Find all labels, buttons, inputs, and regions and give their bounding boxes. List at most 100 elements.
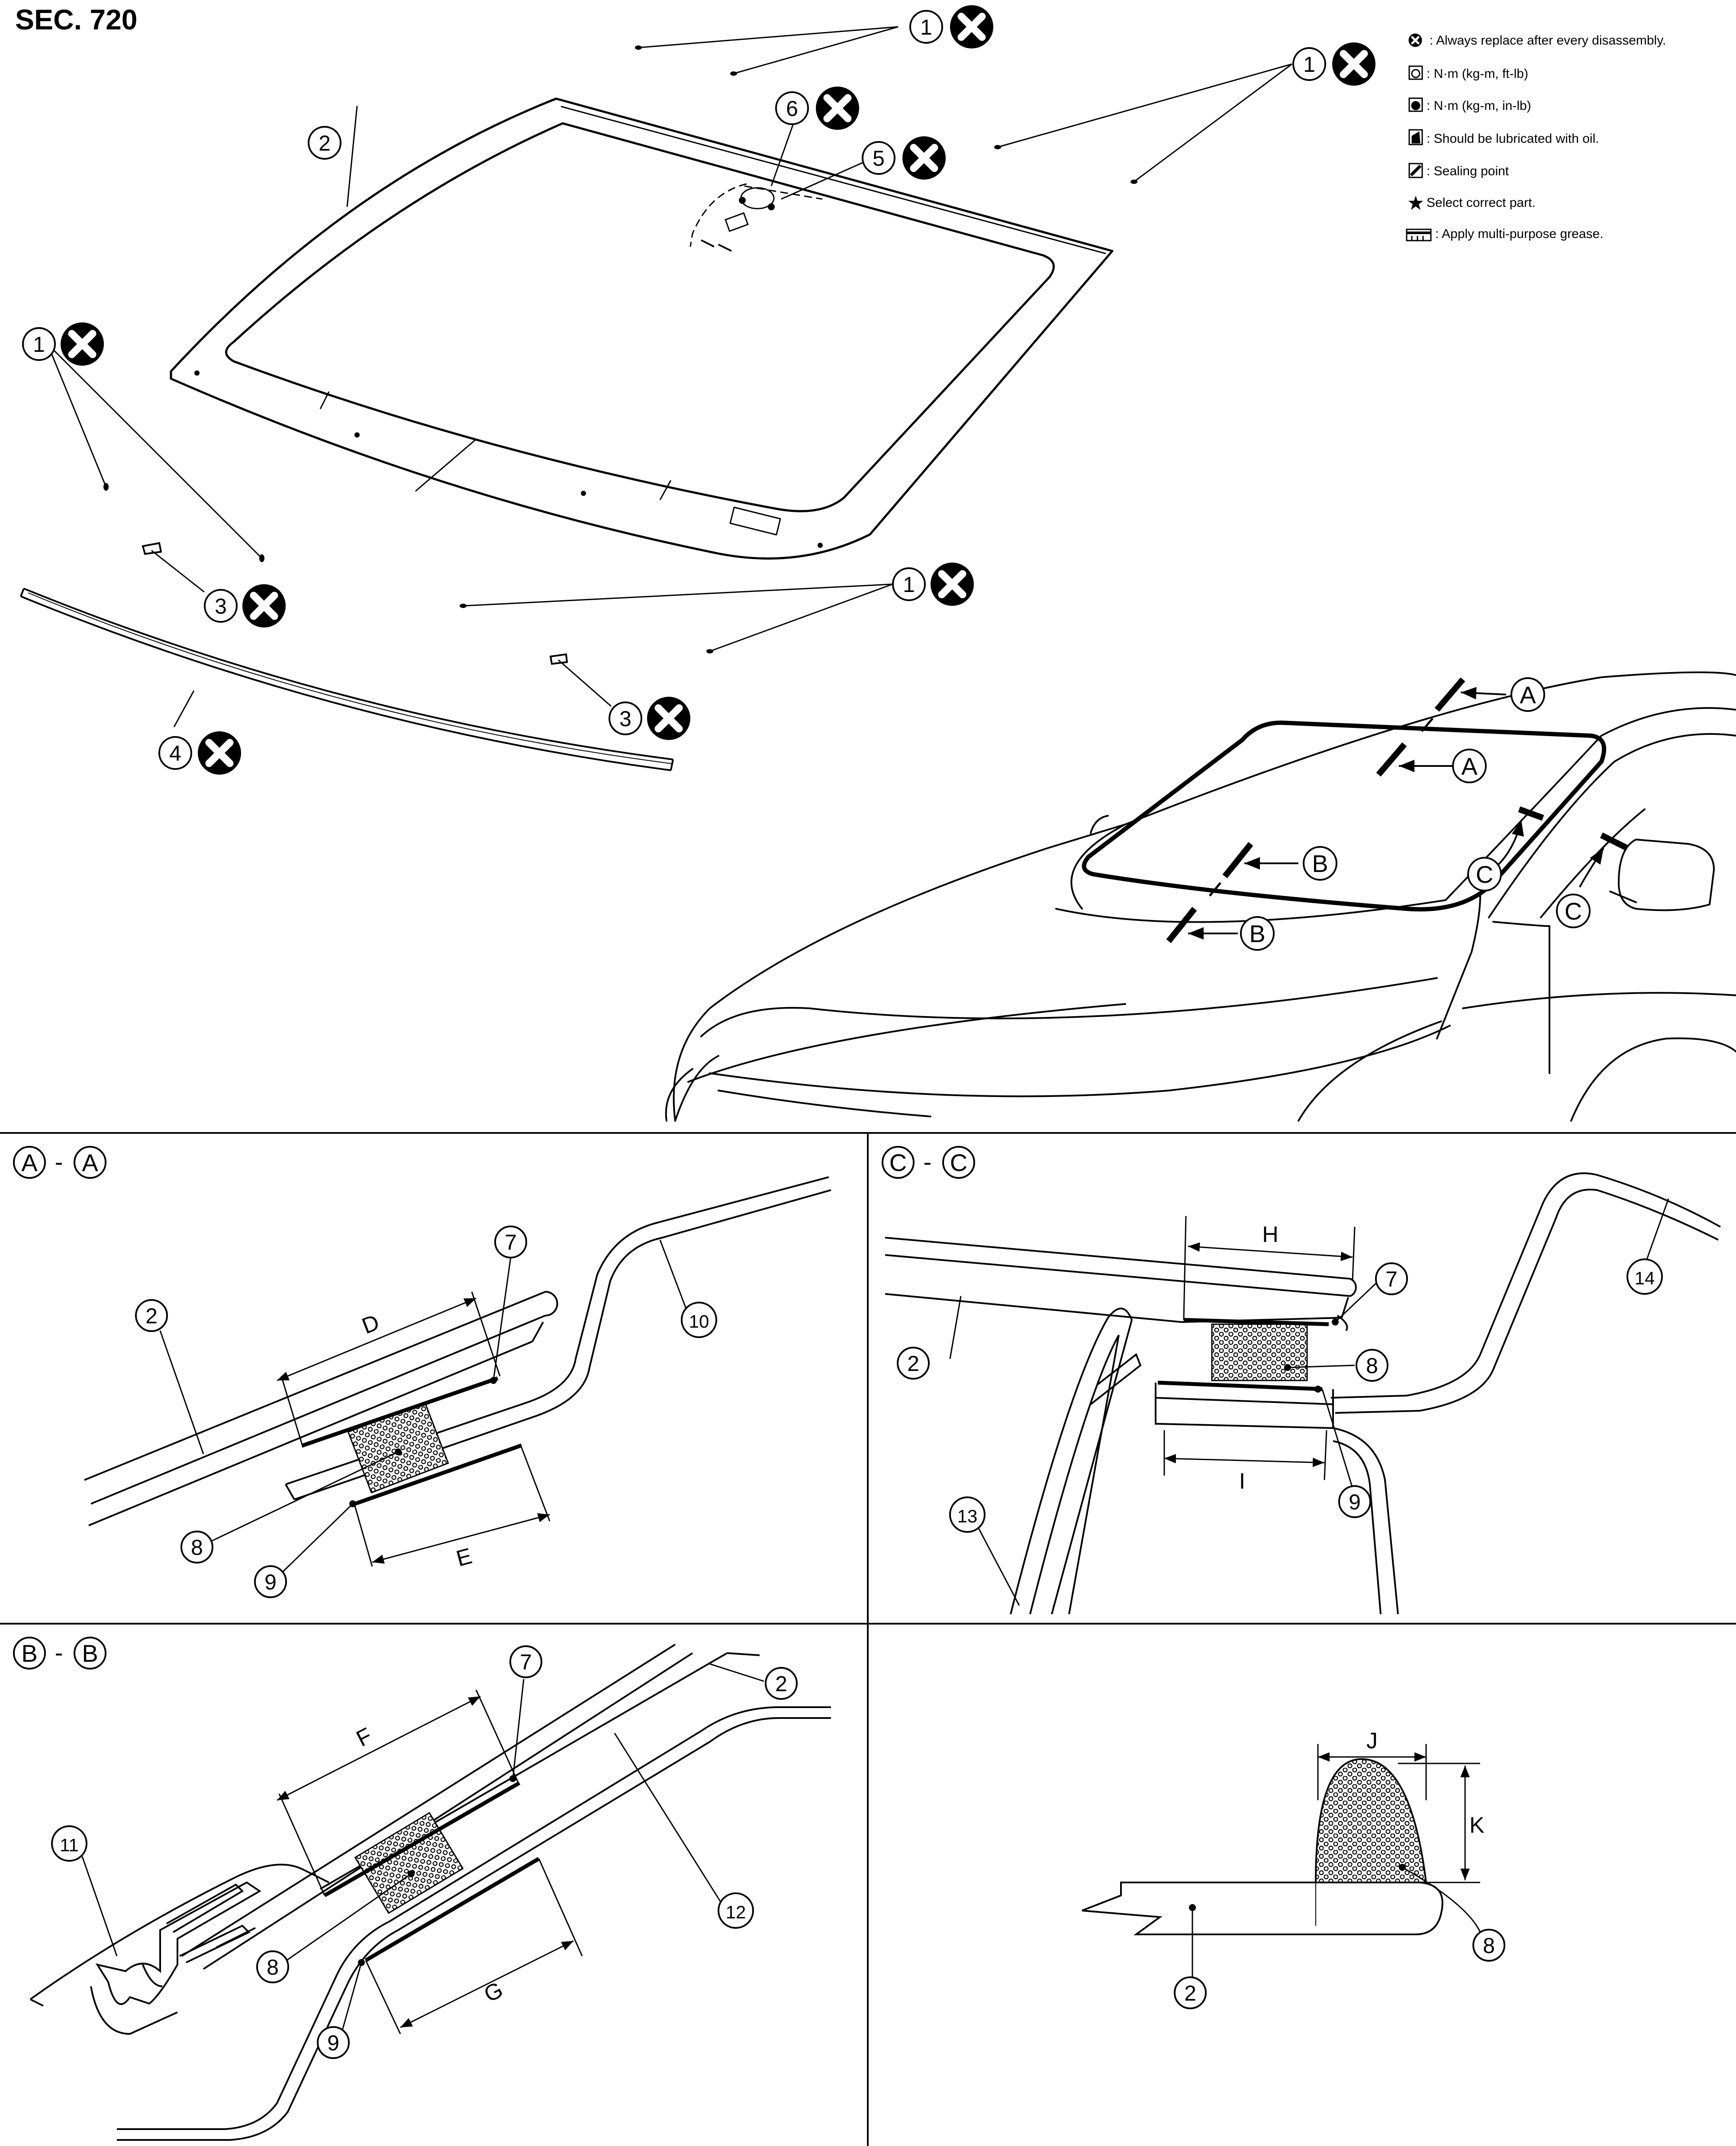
part-num-5: 5 <box>873 146 885 171</box>
callout-3-left: 3 <box>204 584 286 627</box>
aa-part-8: 8 <box>191 1535 203 1560</box>
bead-detail-drawing <box>1082 1758 1443 1935</box>
cc-part-14: 14 <box>1635 1268 1655 1288</box>
bb-part-9: 9 <box>327 2031 339 2055</box>
callout-1-topright: 1 <box>1292 42 1375 86</box>
sealing-point-icon <box>1408 163 1423 178</box>
dim-k: K <box>1469 1813 1485 1838</box>
dim-f: F <box>352 1723 376 1752</box>
callout-2-exploded: 2 <box>308 126 341 160</box>
bead-detail-labels: J K 2 8 <box>1174 1728 1505 2009</box>
section-cc-header: C - C <box>882 1146 975 1179</box>
star-icon <box>1408 196 1423 210</box>
legend-text-4: : Sealing point <box>1427 164 1509 178</box>
legend-text-1: : N·m (kg-m, ft-lb) <box>1427 67 1528 81</box>
dim-j: J <box>1366 1728 1378 1753</box>
bb-part-7: 7 <box>520 1650 532 1674</box>
cc-part-2: 2 <box>907 1351 919 1376</box>
cc-right: C <box>950 1149 967 1176</box>
bead-part-2: 2 <box>1184 1981 1196 2005</box>
bb-dash: - <box>55 1639 63 1666</box>
dam-rubber-clips <box>142 542 568 665</box>
bb-right: B <box>82 1640 98 1667</box>
part-num-6: 6 <box>786 97 798 121</box>
oil-can-icon <box>1408 129 1423 145</box>
section-cc-dots <box>1284 1319 1339 1393</box>
section-aa-dots <box>349 1377 497 1507</box>
windshield-glass <box>170 97 1114 560</box>
grease-icon <box>1406 228 1432 241</box>
marker-b2: B <box>1249 920 1265 947</box>
torque-inlb-icon <box>1408 97 1423 112</box>
legend-text-2: : N·m (kg-m, in-lb) <box>1427 99 1531 113</box>
section-bb-dots <box>358 1775 516 1966</box>
section-aa-drawing <box>84 1176 831 1526</box>
aa-dash: - <box>55 1148 63 1175</box>
legend <box>1406 34 1432 241</box>
dim-e: E <box>454 1544 475 1572</box>
callout-1-left: 1 <box>22 322 104 366</box>
leaders-top <box>47 26 1292 727</box>
cc-part-9: 9 <box>1349 1490 1361 1514</box>
part-num-3a: 3 <box>215 594 227 618</box>
bb-part-8: 8 <box>267 1955 279 1979</box>
windshield-dots <box>194 370 823 548</box>
marker-a1: A <box>1520 681 1536 708</box>
marker-c1: C <box>1476 861 1493 888</box>
torque-ftlb-icon <box>1408 65 1423 80</box>
replace-x-icon <box>1409 34 1421 46</box>
section-bb-dimensions <box>81 1663 764 2034</box>
car-body <box>665 671 1736 1122</box>
mirror-base-bracket <box>689 183 823 252</box>
section-marker-callouts: A A B B C C <box>1240 677 1591 951</box>
section-cc-drawing <box>885 1172 1721 1615</box>
dim-i: I <box>1239 1469 1245 1494</box>
callout-4: 4 <box>158 731 241 775</box>
cc-dash: - <box>924 1148 932 1175</box>
bead-detail-dimensions <box>1192 1744 1481 1978</box>
legend-text-6: : Apply multi-purpose grease. <box>1435 227 1604 241</box>
section-aa-header: A - A <box>13 1146 106 1179</box>
cc-part-7: 7 <box>1385 1267 1398 1291</box>
bb-left: B <box>21 1640 37 1667</box>
bb-part-12: 12 <box>726 1902 746 1922</box>
legend-text-3: : Should be lubricated with oil. <box>1427 132 1599 146</box>
callout-6: 6 <box>775 87 859 130</box>
cc-part-8: 8 <box>1366 1354 1378 1378</box>
marker-b1: B <box>1312 850 1328 877</box>
part-num-1d: 1 <box>903 573 915 597</box>
lower-seal-strip <box>20 588 674 771</box>
callout-1-topcenter: 1 <box>909 5 993 48</box>
legend-text-0: : Always replace after every disassembly… <box>1430 33 1666 48</box>
section-aa-dimensions <box>159 1239 691 1578</box>
aa-part-7: 7 <box>505 1230 517 1255</box>
aa-part-10: 10 <box>689 1311 709 1332</box>
part-num-1a: 1 <box>920 15 932 39</box>
part-num-3b: 3 <box>619 707 631 731</box>
callout-5: 5 <box>862 136 946 180</box>
cc-part-13: 13 <box>957 1506 978 1526</box>
aa-left: A <box>21 1149 38 1176</box>
bead-detail-dots <box>1189 1864 1406 1911</box>
section-cut-markers <box>1166 677 1629 943</box>
marker-c2: C <box>1565 898 1582 925</box>
part-num-1c: 1 <box>33 332 45 357</box>
callout-1-bottom: 1 <box>892 563 974 606</box>
panel-grid <box>0 1132 1736 2146</box>
aa-right: A <box>82 1149 98 1176</box>
section-cc-dimensions <box>949 1198 1669 1606</box>
callout-3-right: 3 <box>609 697 690 740</box>
bb-part-11: 11 <box>60 1835 79 1855</box>
aa-part-9: 9 <box>264 1570 277 1594</box>
section-bb-labels: F G 11 7 2 12 8 9 <box>51 1645 798 2059</box>
legend-text-5: Select correct part. <box>1427 196 1536 210</box>
bb-part-2: 2 <box>775 1672 787 1696</box>
section-bb-header: B - B <box>13 1637 106 1670</box>
section-title: SEC. 720 <box>15 3 138 35</box>
dim-d: D <box>359 1310 383 1339</box>
aa-part-2: 2 <box>145 1304 158 1328</box>
bead-part-8: 8 <box>1483 1934 1495 1958</box>
marker-a2: A <box>1461 753 1478 780</box>
